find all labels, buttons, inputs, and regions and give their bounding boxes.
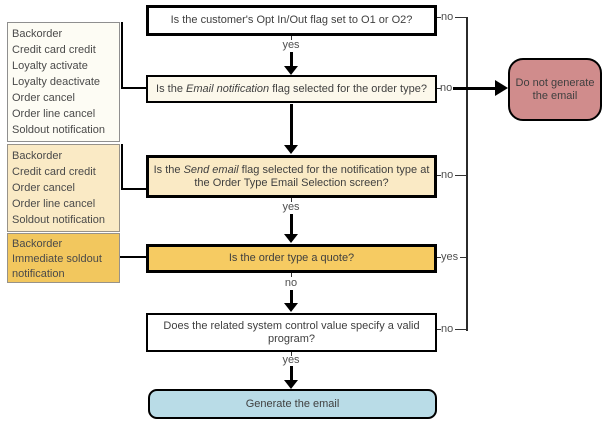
arrowhead-down-icon: [284, 303, 298, 312]
edge-line: [290, 366, 293, 381]
list-box-order-types-tan: Backorder Credit card credit Order cance…: [7, 144, 120, 232]
list-item: Soldout notification: [12, 124, 105, 136]
edge-label-no: no: [441, 11, 454, 23]
list-item: Order line cancel: [12, 108, 96, 120]
connector-list2-vertical: [121, 144, 123, 190]
decision-text: Is the Send email flag selected for the …: [153, 163, 430, 189]
edge-label-no: no: [441, 323, 454, 335]
list-item: Soldout notification: [12, 214, 105, 226]
list-item: Immediate soldout notification: [12, 253, 102, 280]
edge-label-no: no: [284, 277, 298, 289]
terminal-generate-email: Generate the email: [148, 389, 437, 419]
decision-text: Does the related system control value sp…: [163, 319, 420, 345]
decision-text: Is the order type a quote?: [228, 252, 355, 264]
edge-stub: [291, 198, 292, 202]
decision-opt-in-out: Is the customer's Opt In/Out flag set to…: [146, 5, 437, 36]
edge-tick: [437, 175, 441, 176]
list-box-order-types-all: Backorder Credit card credit Loyalty act…: [7, 22, 120, 142]
edge-line: [290, 104, 293, 146]
decision-email-notification-flag: Is the Email notification flag selected …: [146, 75, 437, 103]
terminal-text: Generate the email: [245, 397, 340, 410]
edge-tick: [437, 257, 441, 258]
list-item: Backorder: [12, 238, 63, 250]
arrowhead-down-icon: [284, 145, 298, 154]
edge-line: [290, 52, 293, 66]
terminal-do-not-generate-email: Do not generate the email: [508, 58, 602, 121]
list-item: Backorder: [12, 28, 63, 40]
list-item: Order line cancel: [12, 198, 96, 210]
edge-stub: [291, 36, 292, 40]
edge-label-yes: yes: [441, 251, 459, 263]
edge-tick: [437, 329, 441, 330]
terminal-text: Do not generate the email: [515, 76, 595, 102]
connector-list1-horizontal: [121, 87, 146, 89]
arrowhead-down-icon: [284, 66, 298, 75]
edge-tick: [437, 17, 441, 18]
list-item: Backorder: [12, 150, 63, 162]
collector-line: [466, 17, 468, 331]
edge-label-yes: yes: [282, 354, 300, 366]
edge-stub: [291, 352, 292, 356]
edge-line: [290, 214, 293, 235]
arrowhead-down-icon: [284, 380, 298, 389]
edge-line: [290, 290, 293, 304]
arrowhead-down-icon: [284, 234, 298, 243]
edge-label-yes: yes: [282, 201, 300, 213]
decision-system-control-value: Does the related system control value sp…: [146, 313, 437, 352]
connector-list1-vertical: [121, 22, 123, 89]
decision-text: Is the Email notification flag selected …: [156, 82, 427, 95]
list-item: Loyalty activate: [12, 60, 88, 72]
arrowhead-right-icon: [495, 80, 508, 96]
edge-stub: [291, 273, 292, 277]
edge-line: [460, 257, 466, 258]
edge-tick: [437, 88, 441, 89]
edge-label-no: no: [441, 169, 454, 181]
edge-line: [455, 17, 466, 18]
list-item: Order cancel: [12, 182, 75, 194]
edge-label-yes: yes: [282, 39, 300, 51]
edge-line: [455, 329, 466, 330]
connector-list2-horizontal: [121, 188, 146, 190]
edge-line: [453, 87, 495, 90]
list-item: Loyalty deactivate: [12, 76, 101, 88]
list-box-order-types-gold: Backorder Immediate soldout notification: [7, 233, 120, 283]
edge-line: [455, 175, 466, 176]
list-item: Order cancel: [12, 92, 75, 104]
list-item: Credit card credit: [12, 166, 96, 178]
connector-list3-horizontal: [120, 256, 146, 258]
decision-text: Is the customer's Opt In/Out flag set to…: [170, 14, 413, 26]
decision-send-email-flag: Is the Send email flag selected for the …: [146, 155, 437, 198]
list-item: Credit card credit: [12, 44, 96, 56]
decision-order-type-quote: Is the order type a quote?: [146, 244, 437, 273]
edge-label-no: no: [440, 82, 453, 94]
